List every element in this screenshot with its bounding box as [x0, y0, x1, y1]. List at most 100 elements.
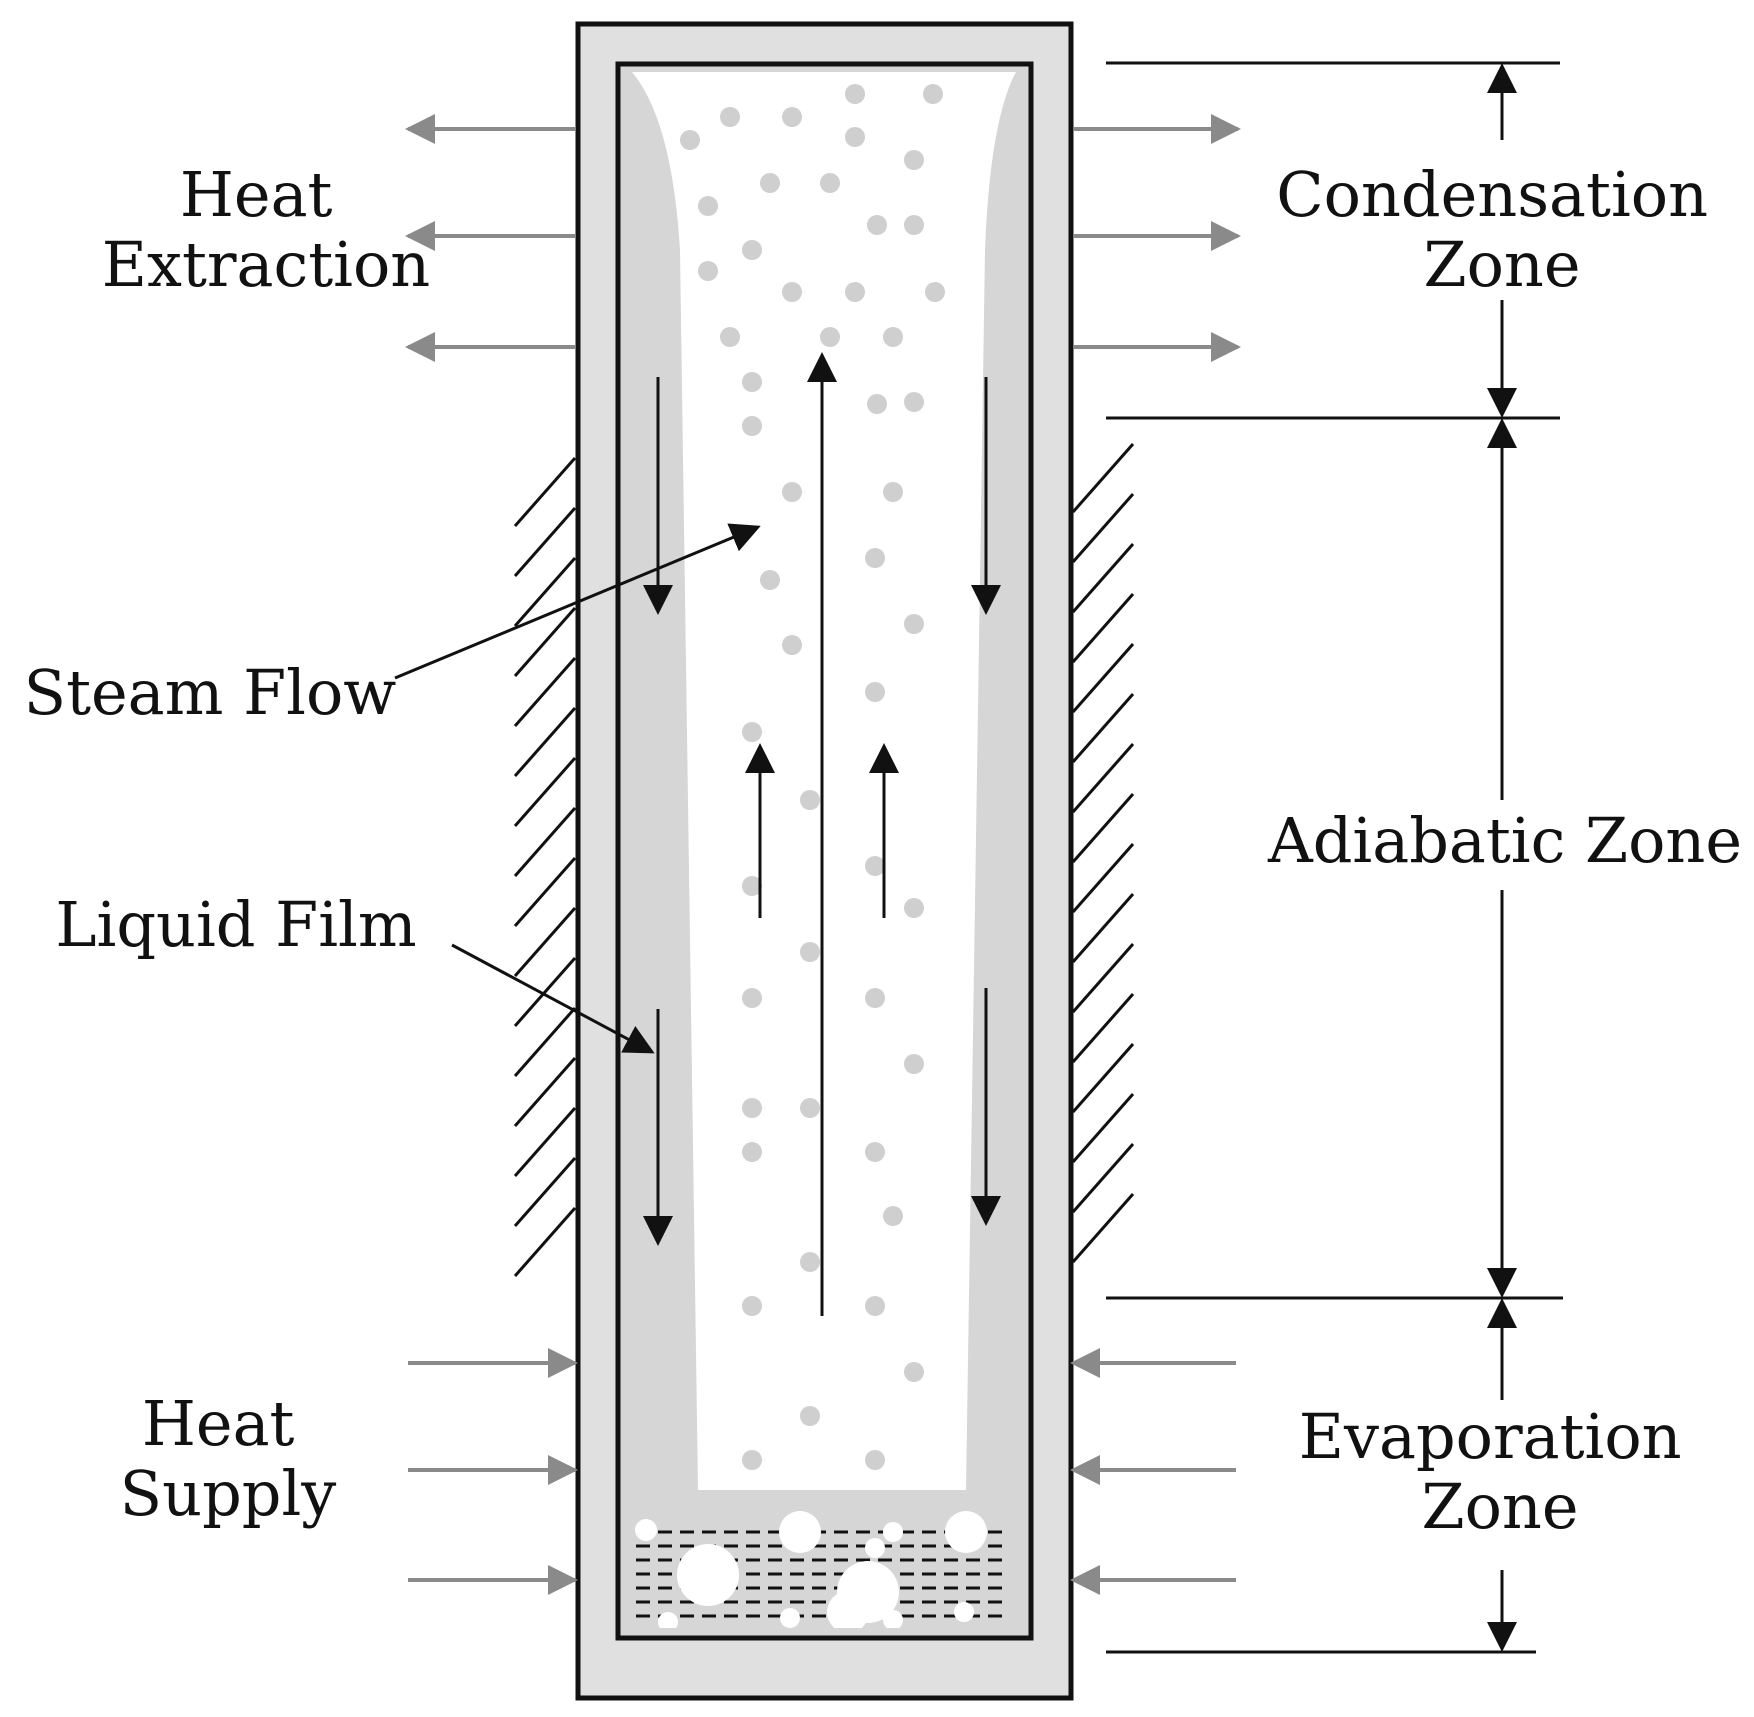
- hatch-mark: [513, 857, 577, 927]
- droplet: [904, 392, 924, 412]
- droplet: [865, 1296, 885, 1316]
- hatch-mark: [1071, 543, 1135, 613]
- hatch-mark: [1071, 843, 1135, 913]
- droplet: [800, 942, 820, 962]
- condensation-zone-label-line1: Condensation: [1276, 158, 1708, 231]
- hatch-mark: [513, 757, 577, 827]
- liquid-film-label: Liquid Film: [55, 888, 416, 961]
- bubble: [658, 1612, 678, 1628]
- hatch-mark: [1071, 1193, 1135, 1263]
- droplet: [742, 372, 762, 392]
- droplet: [845, 127, 865, 147]
- liquid-pool: [635, 1511, 1008, 1628]
- hatch-mark: [1071, 1043, 1135, 1113]
- bubble: [883, 1610, 903, 1628]
- hatch-mark: [513, 1207, 577, 1277]
- heat-pipe: [575, 21, 1074, 1701]
- droplet: [680, 130, 700, 150]
- heat-extraction-arrows: [405, 114, 1241, 362]
- condensation-zone-label: Condensation Zone: [1276, 158, 1728, 301]
- hatch-mark: [513, 957, 577, 1027]
- droplet: [865, 988, 885, 1008]
- droplet: [760, 173, 780, 193]
- liquid-pool-bubbles: [635, 1511, 987, 1628]
- droplet: [883, 1206, 903, 1226]
- droplet: [865, 856, 885, 876]
- evaporation-zone-label-line2: Zone: [1421, 1470, 1578, 1543]
- hatch-mark: [1071, 693, 1135, 763]
- droplet: [865, 682, 885, 702]
- label-leaders: [394, 523, 761, 1054]
- droplet: [820, 327, 840, 347]
- hatch-mark: [513, 907, 577, 977]
- droplet: [742, 1296, 762, 1316]
- droplet: [925, 282, 945, 302]
- droplet: [867, 215, 887, 235]
- hatch-mark: [513, 557, 577, 627]
- hatch-mark: [513, 1157, 577, 1227]
- droplet: [800, 1406, 820, 1426]
- droplet: [742, 988, 762, 1008]
- hatch-mark: [513, 657, 577, 727]
- hatch-mark: [513, 457, 577, 527]
- internal-flow-arrows: [643, 352, 1001, 1316]
- hatch-mark: [1071, 893, 1135, 963]
- droplet: [742, 876, 762, 896]
- droplet: [904, 898, 924, 918]
- steam-flow-label: Steam Flow: [24, 656, 397, 729]
- vapor-droplets: [680, 84, 945, 1470]
- droplet: [742, 416, 762, 436]
- droplet: [845, 84, 865, 104]
- hatch-mark: [513, 1057, 577, 1127]
- droplet: [698, 261, 718, 281]
- heat-extraction-label-line1: Heat: [180, 158, 333, 231]
- droplet: [720, 107, 740, 127]
- droplet: [760, 570, 780, 590]
- droplet: [782, 282, 802, 302]
- zone-dimensions: [1106, 61, 1563, 1654]
- droplet: [904, 1054, 924, 1074]
- droplet: [845, 282, 865, 302]
- condensation-zone-label-line2: Zone: [1423, 228, 1580, 301]
- droplet: [742, 1098, 762, 1118]
- droplet: [883, 482, 903, 502]
- hatch-mark: [513, 607, 577, 677]
- droplet: [800, 1252, 820, 1272]
- droplet: [720, 327, 740, 347]
- droplet: [904, 614, 924, 634]
- bubble: [945, 1511, 987, 1553]
- droplet: [820, 173, 840, 193]
- droplet: [800, 790, 820, 810]
- droplet: [923, 84, 943, 104]
- hatch-mark: [1071, 1143, 1135, 1213]
- hatch-mark: [513, 807, 577, 877]
- heat-extraction-label-line2: Extraction: [102, 228, 430, 301]
- bubble: [883, 1522, 903, 1542]
- droplet: [742, 240, 762, 260]
- hatch-mark: [1071, 793, 1135, 863]
- heat-supply-label-line1: Heat: [142, 1387, 295, 1460]
- droplet: [867, 394, 887, 414]
- droplet: [742, 722, 762, 742]
- hatch-mark: [513, 507, 577, 577]
- hatch-mark: [1071, 593, 1135, 663]
- droplet: [742, 1450, 762, 1470]
- droplet: [904, 215, 924, 235]
- heat-supply-label-line2: Supply: [120, 1457, 337, 1530]
- droplet: [782, 107, 802, 127]
- droplet: [698, 196, 718, 216]
- heat-supply-label: Heat Supply: [120, 1387, 337, 1530]
- heat-extraction-label: Heat Extraction: [102, 158, 430, 301]
- hatch-mark: [1071, 943, 1135, 1013]
- bubble: [827, 1591, 869, 1628]
- vapor-core: [632, 72, 1016, 1490]
- bubble: [865, 1538, 885, 1558]
- bubble: [635, 1519, 657, 1541]
- evaporation-zone-label-line1: Evaporation: [1299, 1400, 1682, 1473]
- evaporation-zone-label: Evaporation Zone: [1299, 1400, 1702, 1543]
- heat-supply-arrows: [408, 1348, 1236, 1595]
- adiabatic-zone-label: Adiabatic Zone: [1267, 804, 1742, 877]
- hatch-mark: [513, 1007, 577, 1077]
- droplet: [883, 327, 903, 347]
